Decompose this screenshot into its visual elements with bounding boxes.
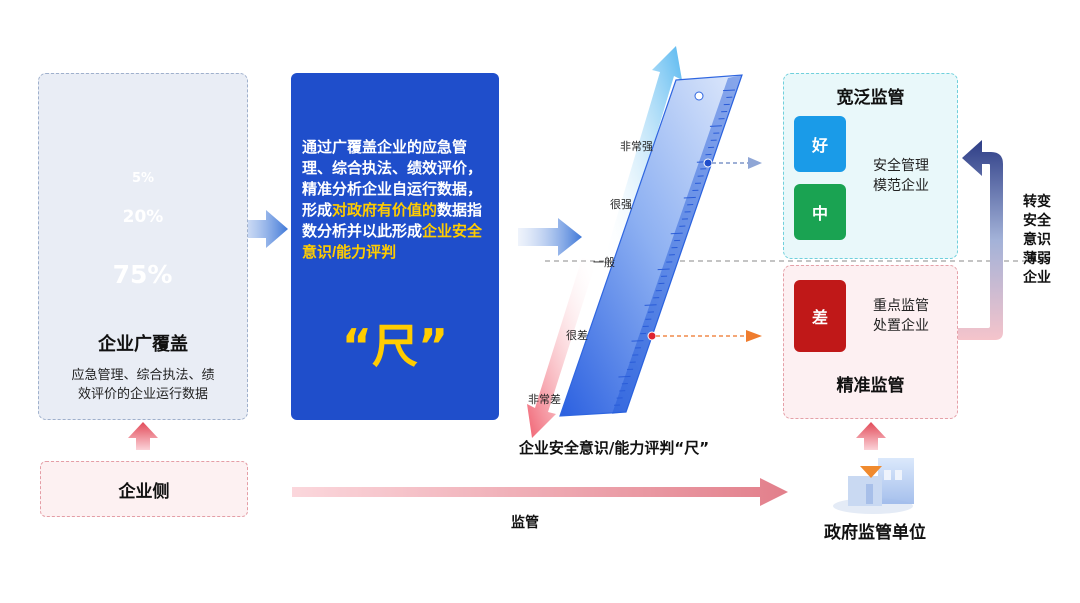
model-enterprise-desc: 安全管理 模范企业 [856,156,946,196]
ruler-caption: 企业安全意识/能力评判“尺” [518,439,710,457]
grade-medium-badge: 中 [794,184,846,240]
ruler-tick [722,89,736,92]
key-desc-line-2: 处置企业 [873,318,929,334]
transform-label: 转变 安全 意识 薄弱 企业 [1022,193,1052,288]
ruler-tick [631,340,644,342]
pyramid-label-top: 5% [131,171,155,186]
arrowhead-bad [746,330,762,342]
marker-good [703,158,713,168]
transform-loop-arrow [958,140,1003,340]
ruler-ticks [613,89,736,406]
level-very-poor: 非常差 [528,394,561,406]
ruler-tick [709,125,722,127]
enterprise-coverage-title: 企业广覆盖 [98,334,188,355]
enterprise-coverage-desc: 应急管理、综合执法、绩 效评价的企业运行数据 [50,366,236,404]
weak-arrow [527,258,596,438]
level-very-strong: 非常强 [620,141,653,153]
analysis-text-part1: 通过广覆盖企业的应急管理、综合执法、绩效评价，精准分析企业自运行数据，形成 [302,139,483,219]
arrow-up-left [128,422,158,450]
key-desc-line-1: 重点监管 [873,298,929,314]
ruler-tick [683,196,696,199]
level-strong: 很强 [610,199,632,211]
supervision-label: 监管 [511,515,539,531]
transform-label-3: 意识 [1023,232,1051,248]
analysis-text-part2: 数据指数分析并以此形成 [302,202,483,240]
model-desc-line-1: 安全管理 [873,158,929,174]
model-desc-line-2: 模范企业 [873,178,929,194]
level-poor: 很差 [566,330,588,342]
key-supervision-desc: 重点监管 处置企业 [856,296,946,336]
analysis-highlight-2: 企业安全意识/能力评判 [302,223,483,261]
transform-label-4: 薄弱 [1023,251,1051,267]
grade-good-badge: 好 [794,116,846,172]
marker-bad [647,331,657,341]
transform-label-1: 转变 [1023,194,1051,210]
ruler-tick [670,232,683,235]
grade-bad-badge: 差 [794,280,846,352]
pyramid-label-base: 75% [112,260,173,289]
analysis-highlight-1: 对政府有价值的 [332,202,438,219]
government-label: 政府监管单位 [824,523,926,543]
ruler-big-character: “尺” [341,319,449,373]
pyramid-label-middle: 20% [122,207,164,227]
level-average: 一般 [593,257,615,269]
arrow-right-2 [518,218,582,256]
arrow-up-right [856,422,886,450]
supervision-arrow [292,478,788,506]
broad-supervision-title: 宽泛监管 [836,88,905,108]
transform-label-2: 安全 [1023,213,1051,229]
precise-supervision-title: 精准监管 [836,376,905,396]
strong-arrow [604,46,682,264]
arrow-right-1 [228,210,288,248]
analysis-text: 通过广覆盖企业的应急管理、综合执法、绩效评价，精准分析企业自运行数据，形成对政府… [302,137,492,263]
ruler-tick [618,375,631,378]
arrowhead-good [748,157,762,169]
ruler-tick [644,304,657,306]
analysis-panel [291,73,499,420]
government-building-icon [833,458,914,514]
enterprise-side-box: 企业侧 [40,461,248,517]
desc-line-2: 效评价的企业运行数据 [77,387,208,402]
enterprise-coverage-panel [38,73,248,420]
ruler-tick [657,268,670,271]
transform-label-5: 企业 [1023,270,1051,286]
desc-line-1: 应急管理、综合执法、绩 [71,368,215,383]
